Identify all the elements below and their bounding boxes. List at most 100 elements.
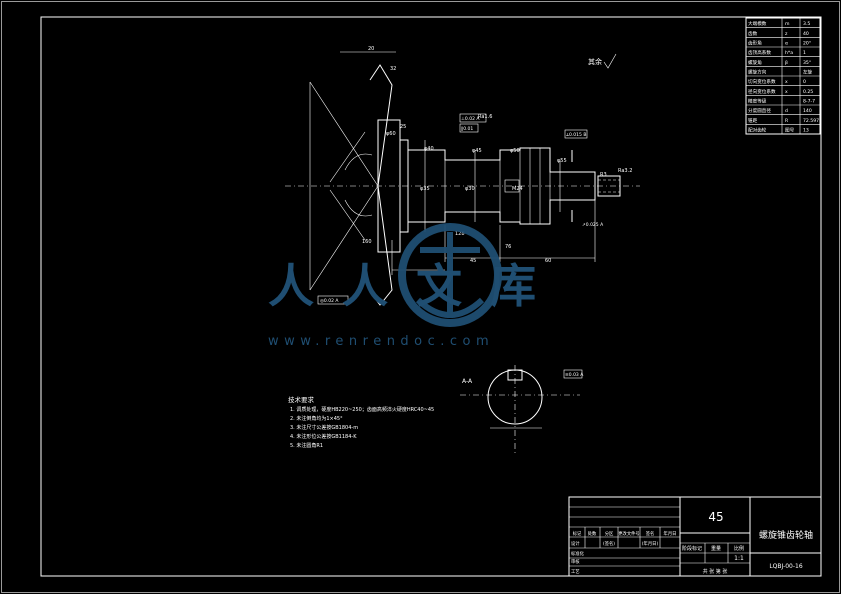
dimension-text: M24 — [512, 186, 523, 192]
param-name: 锥距 — [748, 117, 758, 124]
param-value: 1 — [803, 50, 806, 56]
param-value: 40 — [803, 31, 809, 37]
param-symbol: x — [785, 80, 788, 85]
dimension-text: 25 — [400, 124, 406, 130]
dimension-text: 76 — [505, 244, 511, 250]
param-row: 精度等级 8-7-7 — [748, 98, 815, 105]
title-row-label: 审核 — [571, 558, 580, 565]
dimension-text: φ55 — [557, 158, 567, 164]
param-value: 20° — [803, 41, 811, 47]
title-row-label: 设计 — [571, 540, 580, 547]
dimension-text: 32 — [390, 66, 396, 72]
param-symbol: d — [785, 108, 788, 114]
dimension-text: 45 — [470, 258, 476, 264]
shaft-body — [408, 147, 596, 225]
tech-req-item: 3. 未注尺寸公差按GB1804-m — [290, 424, 358, 431]
param-name: 配对齿轮 — [748, 127, 767, 134]
tolerance-frame-text: ∥0.01 — [461, 126, 473, 132]
scale-value: 1:1 — [734, 555, 744, 562]
tech-req-list: 1. 调质处理，硬度HB220~250；齿面高频淬火硬度HRC40~452. 未… — [290, 406, 434, 449]
dimension-text: φ30 — [465, 186, 475, 192]
keyway — [504, 179, 520, 193]
section-view-a-a — [460, 365, 583, 455]
param-name: 大端模数 — [748, 20, 767, 27]
tolerance-frame-text: ≡0.03 A — [565, 372, 584, 378]
param-row: 齿数 z 40 — [748, 30, 809, 37]
dimension-text: 60 — [545, 258, 551, 264]
tech-req-title: 技术要求 — [288, 395, 315, 404]
param-row: 螺旋方向 左旋 — [748, 69, 813, 76]
section-label: A-A — [462, 378, 473, 385]
param-symbol: α — [785, 42, 788, 47]
dimension-text: φ35 — [420, 186, 430, 192]
title-date-cell: (签名) — [603, 540, 615, 547]
title-date-cell: (年月日) — [642, 540, 659, 547]
dimension-text: φ40 — [424, 146, 434, 152]
material-text: 45 — [708, 510, 723, 524]
dimension-text: 20 — [368, 46, 374, 52]
param-value: 0 — [803, 79, 806, 85]
dimension-text: φ60 — [386, 131, 396, 137]
inner-frame-border — [40, 16, 822, 577]
param-symbol: h*a — [785, 50, 793, 56]
param-name: 螺旋角 — [748, 59, 762, 66]
param-symbol: z — [785, 32, 788, 37]
title-block: 标记处数分区更改文件号签名年月日设计标准化审核工艺(签名)(年月日) — [568, 496, 822, 577]
dimension-text: φ50 — [510, 148, 520, 154]
watermark-url: www.renrendoc.com — [268, 334, 494, 349]
param-name: 齿数 — [748, 30, 758, 37]
sheet-count: 共 张 第 张 — [703, 568, 728, 575]
title-row-label: 标准化 — [571, 550, 585, 557]
thread-end — [597, 175, 621, 197]
title-header-cell: 处数 — [588, 530, 597, 537]
param-symbol: x — [785, 90, 788, 95]
param-name: 径向变位系数 — [748, 88, 776, 95]
param-value: 0.25 — [803, 89, 813, 95]
roughness-note: 其余 — [588, 57, 602, 66]
section-keyway — [507, 369, 523, 381]
param-value: 3.5 — [803, 21, 810, 27]
param-name: 螺旋方向 — [748, 69, 767, 76]
tolerance-frame-text: ↗0.025 A — [582, 222, 604, 228]
title-header-cell: 标记 — [573, 530, 582, 537]
tech-req-item: 5. 未注圆角R1 — [290, 442, 323, 449]
tolerance-frame-text: ◎0.02 A — [320, 298, 339, 304]
param-row: 径向变位系数 x 0.25 — [748, 88, 813, 95]
param-name: 精度等级 — [748, 98, 767, 105]
param-name: 分度圆直径 — [748, 107, 771, 114]
param-value: 左旋 — [803, 69, 813, 76]
roughness-symbol-icon — [603, 53, 617, 69]
scale-label: 比例 — [734, 545, 744, 552]
dimension-text: 36 — [418, 271, 424, 277]
dimension-text: Ra3.2 — [618, 168, 632, 174]
tech-req-item: 2. 未注倒角均为1×45° — [290, 415, 343, 422]
tech-req-item: 4. 未注形位公差按GB1184-K — [290, 433, 357, 440]
part-name-text: 螺旋锥齿轮轴 — [759, 529, 813, 541]
param-value: 13 — [803, 128, 809, 134]
dimension-text: R3 — [600, 172, 607, 178]
param-value: 8-7-7 — [803, 99, 815, 105]
dimension-text: 160 — [362, 239, 372, 245]
watermark-text: 人人文库 — [268, 259, 564, 313]
param-symbol: R — [785, 118, 789, 124]
drawing-number-text: LQBJ-00-16 — [769, 563, 803, 570]
dimension-text: 128 — [455, 231, 465, 237]
watermark-logo-icon — [398, 223, 502, 327]
tolerance-frame-text: ⊥0.02 A — [461, 116, 480, 122]
param-symbol: 图号 — [785, 128, 795, 134]
tolerance-frame-text: ⟂0.015 B — [566, 132, 586, 138]
param-name: 切向变位系数 — [748, 78, 776, 85]
param-name: 齿形角 — [748, 40, 762, 47]
dimension-text: Ra1.6 — [478, 114, 492, 120]
title-header-cell: 更改文件号 — [618, 530, 639, 537]
